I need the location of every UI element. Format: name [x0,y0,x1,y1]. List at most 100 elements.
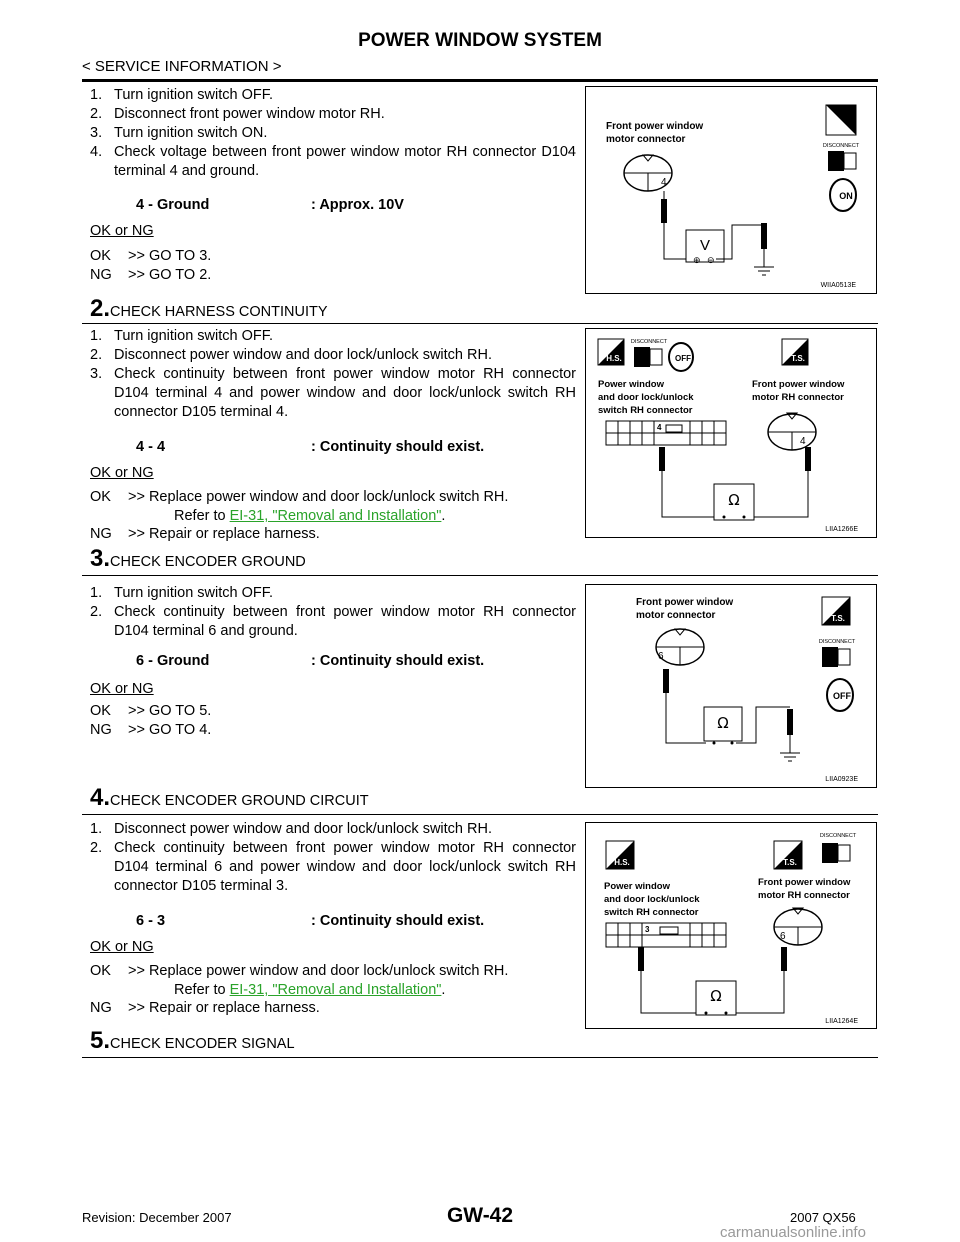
section-header: < SERVICE INFORMATION > [82,58,282,75]
disconnect-icon-label: DISCONNECT [819,639,856,645]
ok-or-ng: OK or NG [90,223,154,239]
removal-installation-link[interactable]: EI-31, "Removal and Installation" [229,982,442,998]
spec-value: : Continuity should exist. [311,653,485,669]
svg-text:Power window: Power window [598,379,665,390]
disconnect-icon [634,347,650,367]
spec-label: 4 - Ground [136,197,210,213]
section-rule [82,814,878,815]
removal-installation-link[interactable]: EI-31, "Removal and Installation" [229,508,442,524]
pin-label: 4 [661,177,667,188]
svg-text:T.S.: T.S. [791,354,805,363]
figure-code: LIIA0923E [825,776,858,783]
watermark: carmanualsonline.info [720,1224,866,1241]
svg-text:and door lock/unlock: and door lock/unlock [604,894,700,905]
svg-text:4: 4 [657,423,662,432]
ok-or-ng: OK or NG [90,681,154,697]
page-number: GW-42 [446,1204,514,1227]
figure-encoder-ground: Front power window motor connector 6 Ω T… [585,584,877,788]
section-rule [82,575,878,576]
step: 1.Turn ignition switch OFF. [90,87,274,103]
result-ng: NG>> Repair or replace harness. [90,1000,320,1016]
svg-text:switch RH connector: switch RH connector [604,907,699,918]
svg-text:⊖: ⊖ [707,255,715,265]
result-ok: OK>> GO TO 5. [90,703,212,719]
spec-value: : Continuity should exist. [311,439,485,455]
figure-ground-circuit: H.S. T.S. DISCONNECT Power window and do… [585,822,877,1029]
step: 2.Disconnect power window and door lock/… [90,347,492,363]
svg-text:3: 3 [645,925,650,934]
disconnect-icon [828,151,844,171]
page-title: POWER WINDOW SYSTEM [358,30,602,51]
ohmmeter [703,706,743,742]
svg-text:4: 4 [800,436,806,447]
section-heading: 2.CHECK HARNESS CONTINUITY [90,295,328,322]
section-heading: 5.CHECK ENCODER SIGNAL [90,1027,295,1054]
result-ok: OK>> Replace power window and door lock/… [90,963,509,979]
revision-date: Revision: December 2007 [82,1210,232,1225]
result-ok: OK>> GO TO 3. [90,248,212,264]
section-rule [82,323,878,324]
disconnect-icon [822,843,838,863]
result-ng: NG>> GO TO 2. [90,267,212,283]
ok-or-ng: OK or NG [90,939,154,955]
fig-label: motor connector [606,134,686,145]
figure-code: LIIA1264E [825,1018,858,1025]
key-icon [668,342,694,372]
svg-text:motor RH connector: motor RH connector [758,890,850,901]
figure-harness-continuity: H.S. DISCONNECT OFF T.S. Power window an… [585,328,877,538]
spec-label: 6 - Ground [136,653,210,669]
svg-text:⊕: ⊕ [693,255,701,265]
ohmmeter [713,483,755,521]
ohmmeter [695,980,737,1016]
section-heading: 4.CHECK ENCODER GROUND CIRCUIT [90,784,369,811]
step: 3.Turn ignition switch ON. [90,125,268,141]
spec-value: : Continuity should exist. [311,913,485,929]
disconnect-icon [822,647,838,667]
probe [661,199,667,223]
disconnect-icon-label: DISCONNECT [820,833,857,839]
svg-text:Power window: Power window [604,881,671,892]
svg-text:H.S.: H.S. [606,354,622,363]
step: 1.Turn ignition switch OFF. [90,585,274,601]
figure-code: WIIA0513E [821,282,857,289]
step: 1.Turn ignition switch OFF. [90,328,274,344]
svg-text:switch RH connector: switch RH connector [598,405,693,416]
svg-text:motor connector: motor connector [636,610,716,621]
svg-text:Front power window: Front power window [758,877,851,888]
svg-text:T.S.: T.S. [833,123,849,133]
svg-text:OFF: OFF [675,354,691,363]
svg-text:Front power window: Front power window [636,597,733,608]
svg-text:motor RH connector: motor RH connector [752,392,844,403]
figure-voltage-check: Front power window motor connector 4 V ⊕… [585,86,877,294]
key-icon [829,178,857,212]
svg-text:OFF: OFF [833,691,851,701]
spec-label: 4 - 4 [136,439,166,455]
probe [761,223,767,249]
svg-text:6: 6 [658,651,664,662]
svg-text:Ω: Ω [710,987,721,1005]
section-heading: 3.CHECK ENCODER GROUND [90,545,306,572]
disconnect-icon-label: DISCONNECT [823,143,860,149]
step: 1.Disconnect power window and door lock/… [90,821,492,837]
ok-or-ng: OK or NG [90,465,154,481]
result-ng: NG>> GO TO 4. [90,722,212,738]
fig-label: Front power window [606,121,703,132]
result-ng: NG>> Repair or replace harness. [90,526,320,542]
svg-text:6: 6 [780,931,786,942]
disconnect-icon-label: DISCONNECT [631,339,668,345]
header-rule [82,79,878,82]
svg-text:and door lock/unlock: and door lock/unlock [598,392,694,403]
step: 3.Check continuity between front power w… [90,366,576,420]
svg-text:Front power window: Front power window [752,379,845,390]
key-icon [826,678,854,712]
ts-icon [826,105,856,135]
refer-text: Refer to EI-31, "Removal and Installatio… [174,508,446,524]
step: 2.Check continuity between front power w… [90,604,576,639]
spec-label: 6 - 3 [136,913,166,929]
section-rule [82,1057,878,1058]
svg-text:T.S.: T.S. [831,614,845,623]
result-ok: OK>> Replace power window and door lock/… [90,489,509,505]
model-year: 2007 QX56 [790,1210,856,1225]
svg-text:H.S.: H.S. [614,858,630,867]
spec-value: : Approx. 10V [311,197,404,213]
